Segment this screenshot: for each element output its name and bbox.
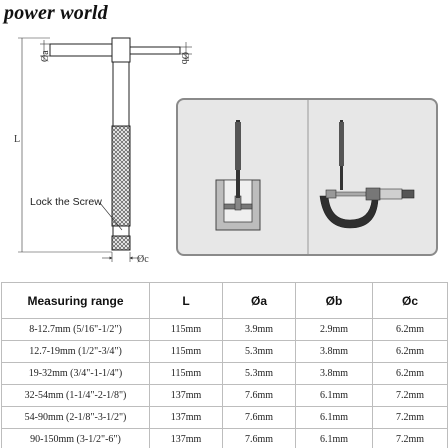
cell-dia-a: 5.3mm bbox=[222, 340, 296, 363]
cell-dia-b: 6.1mm bbox=[295, 428, 373, 448]
table-row: 12.7-19mm (1/2"-3/4") 115mm 5.3mm 3.8mm … bbox=[1, 340, 448, 363]
table-row: 19-32mm (3/4"-1-1/4") 115mm 5.3mm 3.8mm … bbox=[1, 362, 448, 385]
cell-dia-a: 3.9mm bbox=[222, 318, 296, 341]
cell-length: 137mm bbox=[149, 406, 223, 429]
dim-b-label: Øb bbox=[179, 52, 190, 64]
cell-range: 19-32mm (3/4"-1-1/4") bbox=[1, 362, 150, 385]
cell-dia-a: 7.6mm bbox=[222, 428, 296, 448]
cell-dia-c: 6.2mm bbox=[372, 318, 448, 341]
cell-dia-c: 7.2mm bbox=[372, 406, 448, 429]
cell-dia-c: 6.2mm bbox=[372, 340, 448, 363]
cell-dia-b: 3.8mm bbox=[295, 340, 373, 363]
cell-dia-c: 7.2mm bbox=[372, 384, 448, 407]
cell-length: 137mm bbox=[149, 384, 223, 407]
cell-dia-c: 7.2mm bbox=[372, 428, 448, 448]
table-row: 32-54mm (1-1/4"-2-1/8") 137mm 7.6mm 6.1m… bbox=[1, 384, 448, 407]
header-dia-c: Øc bbox=[372, 282, 448, 319]
usage-illustration-panel bbox=[176, 98, 438, 256]
cell-range: 54-90mm (2-1/8"-3-1/2") bbox=[1, 406, 150, 429]
callout-leader bbox=[99, 202, 123, 231]
cell-range: 32-54mm (1-1/4"-2-1/8") bbox=[1, 384, 150, 407]
micrometer-illustration bbox=[319, 120, 415, 229]
cell-dia-b: 3.8mm bbox=[295, 362, 373, 385]
cell-length: 115mm bbox=[149, 362, 223, 385]
dim-c-label: Øc bbox=[137, 254, 149, 265]
table-row: 8-12.7mm (5/16"-1/2") 115mm 3.9mm 2.9mm … bbox=[1, 318, 448, 341]
cell-range: 90-150mm (3-1/2"-6") bbox=[1, 428, 150, 448]
header-dia-b: Øb bbox=[295, 282, 373, 319]
lock-screw-knob bbox=[111, 235, 131, 251]
header-length: L bbox=[149, 282, 223, 319]
usage-illustration bbox=[215, 100, 415, 254]
table-header-row: Measuring range L Øa Øb Øc bbox=[1, 282, 448, 319]
cell-range: 8-12.7mm (5/16"-1/2") bbox=[1, 318, 150, 341]
knurled-handle bbox=[111, 125, 131, 227]
brand-logo: power world bbox=[4, 2, 108, 24]
lock-screw-callout: Lock the Screw bbox=[30, 196, 102, 208]
cell-dia-a: 7.6mm bbox=[222, 384, 296, 407]
cell-length: 137mm bbox=[149, 428, 223, 448]
telescoping-gauge-drawing: Øa Øb L Lock the Screw Øc bbox=[14, 37, 192, 265]
dim-a-label: Øa bbox=[40, 50, 51, 62]
gauge-in-bore-illustration bbox=[215, 120, 261, 231]
gauge-head bbox=[49, 37, 181, 63]
cell-length: 115mm bbox=[149, 318, 223, 341]
header-dia-a: Øa bbox=[222, 282, 296, 319]
cell-dia-a: 5.3mm bbox=[222, 362, 296, 385]
cell-dia-b: 6.1mm bbox=[295, 406, 373, 429]
header-measuring-range: Measuring range bbox=[1, 282, 150, 319]
cell-range: 12.7-19mm (1/2"-3/4") bbox=[1, 340, 150, 363]
table-row: 54-90mm (2-1/8"-3-1/2") 137mm 7.6mm 6.1m… bbox=[1, 406, 448, 429]
cell-dia-b: 6.1mm bbox=[295, 384, 373, 407]
cell-dia-a: 7.6mm bbox=[222, 406, 296, 429]
cell-length: 115mm bbox=[149, 340, 223, 363]
cell-dia-c: 6.2mm bbox=[372, 362, 448, 385]
spec-table: Measuring range L Øa Øb Øc 8-12.7mm (5/1… bbox=[1, 282, 448, 448]
table-row: 90-150mm (3-1/2"-6") 137mm 7.6mm 6.1mm 7… bbox=[1, 428, 448, 448]
cell-dia-b: 2.9mm bbox=[295, 318, 373, 341]
dim-L-label: L bbox=[14, 134, 20, 145]
gauge-shaft bbox=[111, 61, 131, 251]
